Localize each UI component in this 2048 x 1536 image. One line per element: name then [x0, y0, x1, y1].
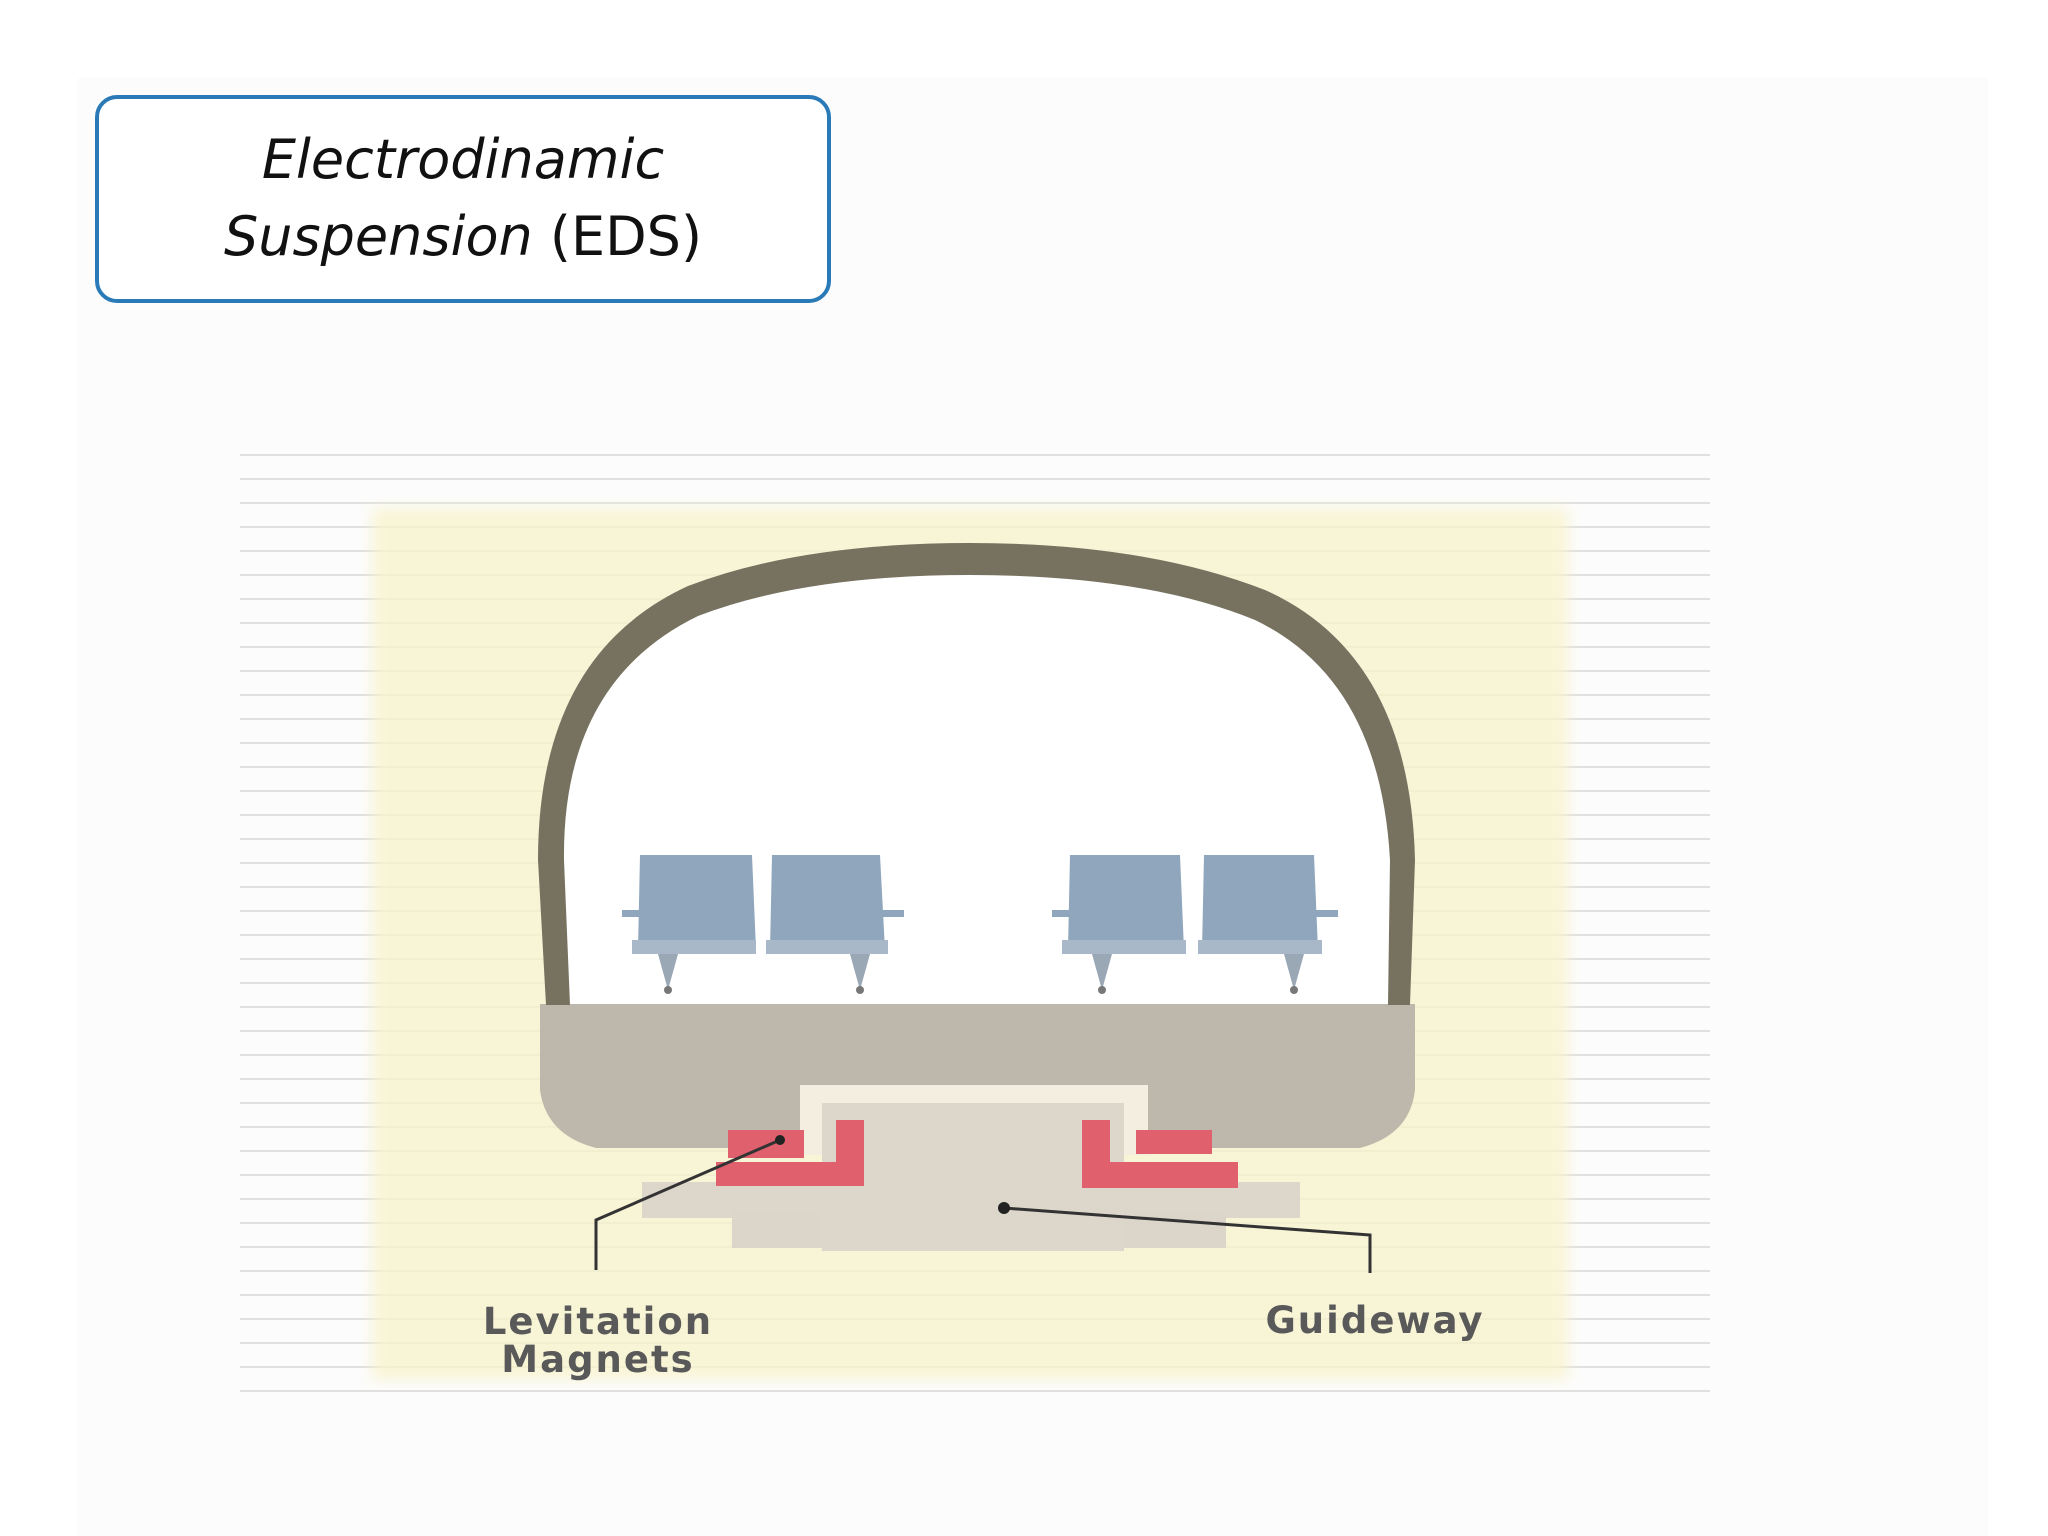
levitation-magnets-label-line1: Levitation: [483, 1300, 713, 1343]
slide-title: Electrodinamic Suspension (EDS): [224, 122, 702, 275]
title-line1: Electrodinamic: [261, 128, 665, 192]
right-levitation-magnet: [1082, 1120, 1238, 1188]
left-levitation-magnet: [716, 1120, 864, 1186]
title-line2-italic: Suspension: [223, 205, 533, 268]
title-line2-plain: (EDS): [532, 205, 703, 268]
seat: [766, 855, 904, 994]
seat-pair-right: [1052, 855, 1338, 994]
seat-pair-left: [622, 855, 904, 994]
maglev-diagram-svg: Levitation Magnets Guideway: [240, 446, 1710, 1396]
levitation-magnets-label-line2: Magnets: [501, 1338, 694, 1381]
levitation-leader-line: [594, 1135, 785, 1270]
seat: [1052, 855, 1186, 994]
seat: [622, 855, 756, 994]
maglev-diagram: Levitation Magnets Guideway: [240, 430, 1710, 1410]
guideway-label: Guideway: [1265, 1299, 1484, 1342]
cabin-floor: [540, 1004, 1415, 1148]
cabin-interior: [546, 558, 1402, 1005]
guideway-leader-line: [998, 1202, 1372, 1273]
seat: [1198, 855, 1338, 994]
title-box: Electrodinamic Suspension (EDS): [95, 95, 831, 303]
